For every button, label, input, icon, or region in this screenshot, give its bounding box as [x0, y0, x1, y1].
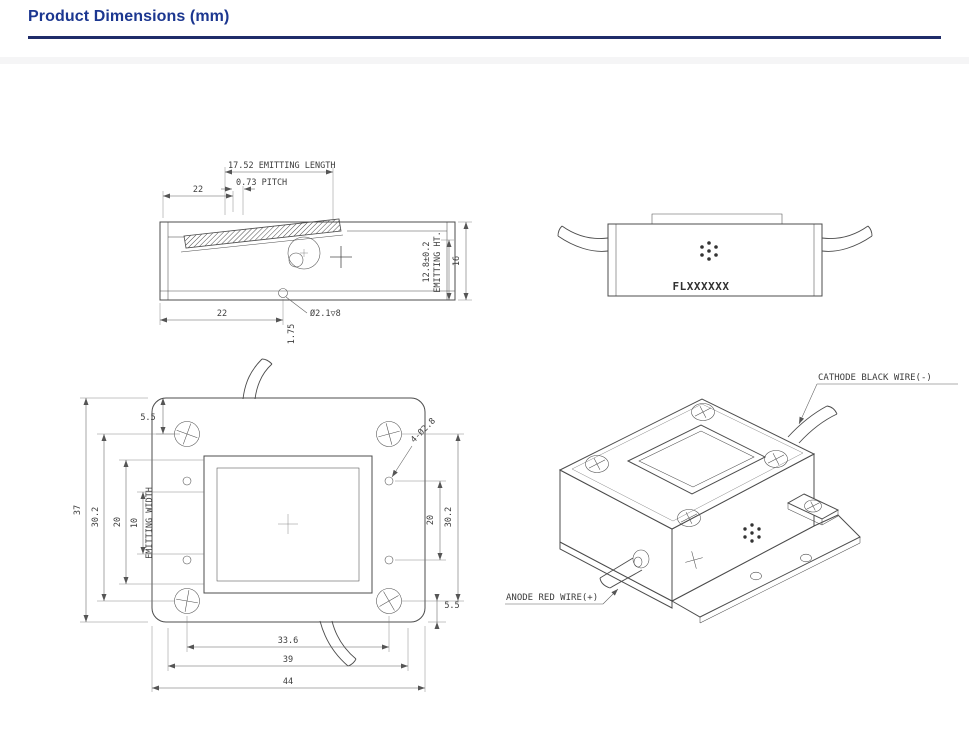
corner-screw-icon: [376, 588, 402, 614]
dim-emitting-width-label: EMITTING WIDTH: [145, 487, 155, 559]
cathode-label: CATHODE BLACK WIRE(-): [818, 373, 932, 383]
mounting-hole: [384, 555, 394, 565]
lens-circle: [287, 236, 321, 270]
wire: [557, 225, 609, 252]
clamp-bracket: [786, 493, 840, 526]
mounting-hole: [182, 476, 192, 486]
side-view: FLXXXXXX: [557, 213, 873, 297]
dim-overall-height: 37: [73, 505, 83, 515]
anode-label: ANODE RED WIRE(+): [506, 593, 598, 603]
dim-hole-spec: Ø2.1▽8: [310, 308, 341, 319]
corner-screw-icon: [764, 450, 788, 468]
corner-screw-icon: [677, 509, 701, 527]
dim-emitting-ht-label: EMITTING HT.: [433, 231, 443, 292]
dim-hole-spacing: 20: [426, 515, 436, 525]
dim-emitting-ht-value: 12.8±0.2: [422, 242, 432, 283]
top-plate: [151, 397, 426, 623]
page-divider: [0, 57, 969, 64]
vent-dots: [743, 523, 761, 543]
corner-screw-icon: [376, 421, 402, 447]
emitting-window-inner: [216, 467, 360, 582]
header-rule: [28, 36, 941, 39]
dim-width-bottom: 22: [217, 309, 227, 319]
dim-hole-offset: 1.75: [287, 324, 297, 344]
side-body: [607, 223, 823, 297]
dim-pitch: 0.73 PITCH: [236, 178, 287, 188]
dim-hole-spec: 4-Ø2.8: [408, 416, 437, 445]
base-hole: [800, 553, 812, 563]
dim-edge-offset-top: 5.5: [140, 413, 155, 423]
screw-cross-icon: [685, 551, 703, 569]
mounting-hole: [182, 555, 192, 565]
dim-width-overall: 44: [283, 677, 293, 687]
emitting-window-outer: [203, 455, 373, 594]
dim-height: 16: [452, 256, 462, 266]
corner-screw-icon: [174, 588, 200, 614]
dim-screw-spacing: 30.2: [91, 507, 101, 527]
model-label: FLXXXXXX: [673, 280, 730, 293]
corner-screw-icon: [691, 403, 715, 421]
front-body: [159, 221, 456, 301]
front-view: 22 0.73 PITCH 17.52 EMITTING LENGTH 12.8…: [159, 161, 472, 344]
iso-view: CATHODE BLACK WIRE(-) ANODE RED WIRE(+): [505, 373, 958, 624]
top-view: 37 30.2 20 10 EMITTING WIDTH 5.5 4-Ø2.8: [73, 358, 464, 692]
dim-screw-spacing-right: 30.2: [444, 507, 454, 527]
emitter-array: [183, 218, 342, 249]
dim-inner-height: 20: [113, 517, 123, 527]
mounting-hole: [384, 476, 394, 486]
screw-cross-icon: [330, 246, 352, 268]
center-mark-icon: [278, 514, 298, 534]
cathode-wire: [787, 405, 838, 444]
page-title: Product Dimensions (mm): [28, 8, 230, 25]
mounting-hole: [278, 288, 288, 298]
dim-emitting-length: 17.52 EMITTING LENGTH: [228, 161, 335, 171]
wire: [821, 225, 873, 252]
vent-dots: [700, 241, 718, 261]
wire: [242, 358, 273, 400]
dim-width-mid: 39: [283, 655, 293, 665]
dim-edge-offset-bottom: 5.5: [444, 601, 459, 611]
dim-width-top: 22: [193, 185, 203, 195]
dim-width-inner: 33.6: [278, 636, 298, 646]
corner-screw-icon: [585, 455, 609, 473]
anode-wire: [599, 549, 650, 589]
wire: [319, 620, 357, 667]
base-hole: [750, 571, 762, 581]
dim-emitting-width-value: 10: [130, 518, 140, 528]
